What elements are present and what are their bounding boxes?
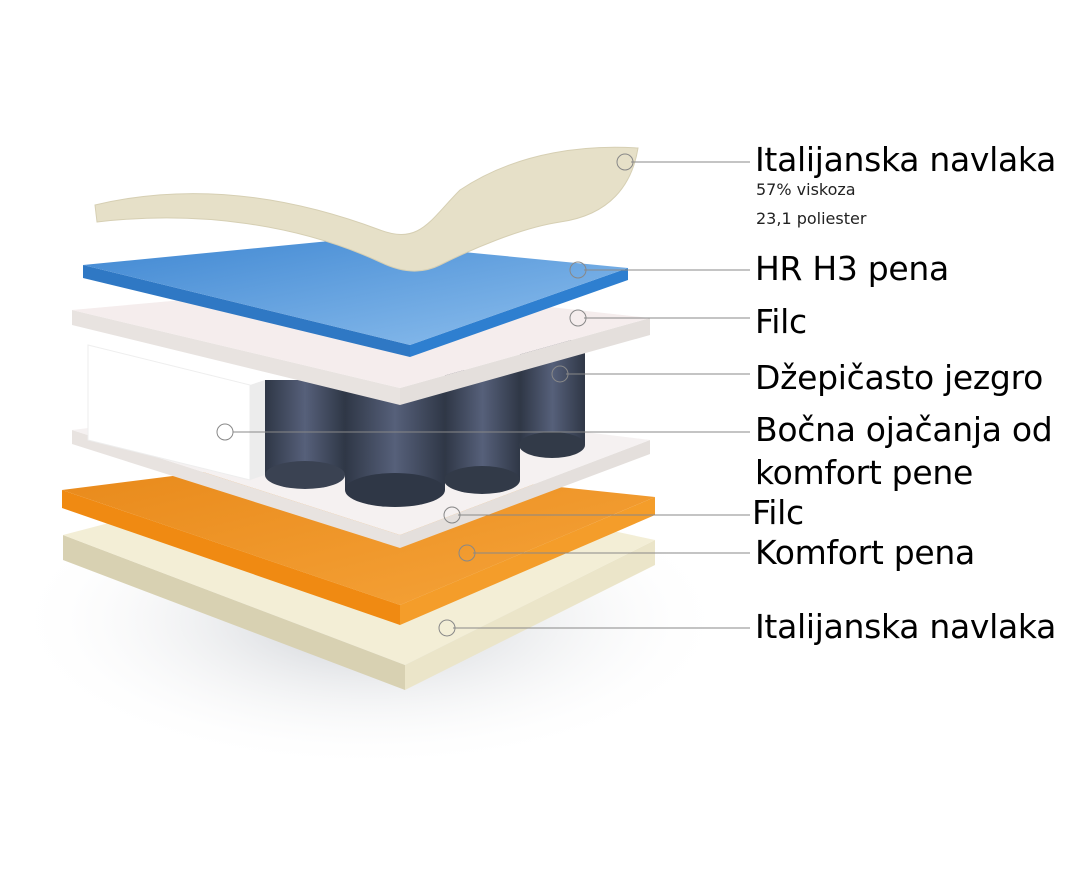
layer-hr-foam	[83, 240, 628, 357]
label-side-reinforcement-cont: komfort pene	[755, 453, 973, 492]
label-side-reinforcement: Bočna ojačanja od	[755, 410, 1053, 449]
label-top-cover-viscose: 57% viskoza	[756, 180, 856, 199]
label-felt-top: Filc	[755, 302, 807, 341]
label-hr-foam: HR H3 pena	[755, 249, 949, 288]
label-top-cover-polyester: 23,1 poliester	[756, 209, 867, 228]
label-top-cover: Italijanska navlaka	[755, 140, 1057, 179]
side-reinforcement-foam	[87, 344, 265, 481]
layer-top-cover	[94, 146, 639, 272]
leader-lines	[216, 153, 750, 637]
label-felt-bottom: Filc	[752, 493, 804, 532]
label-comfort-foam: Komfort pena	[755, 533, 975, 572]
label-pocket-core: Džepičasto jezgro	[755, 358, 1044, 397]
label-bottom-cover: Italijanska navlaka	[755, 607, 1057, 646]
